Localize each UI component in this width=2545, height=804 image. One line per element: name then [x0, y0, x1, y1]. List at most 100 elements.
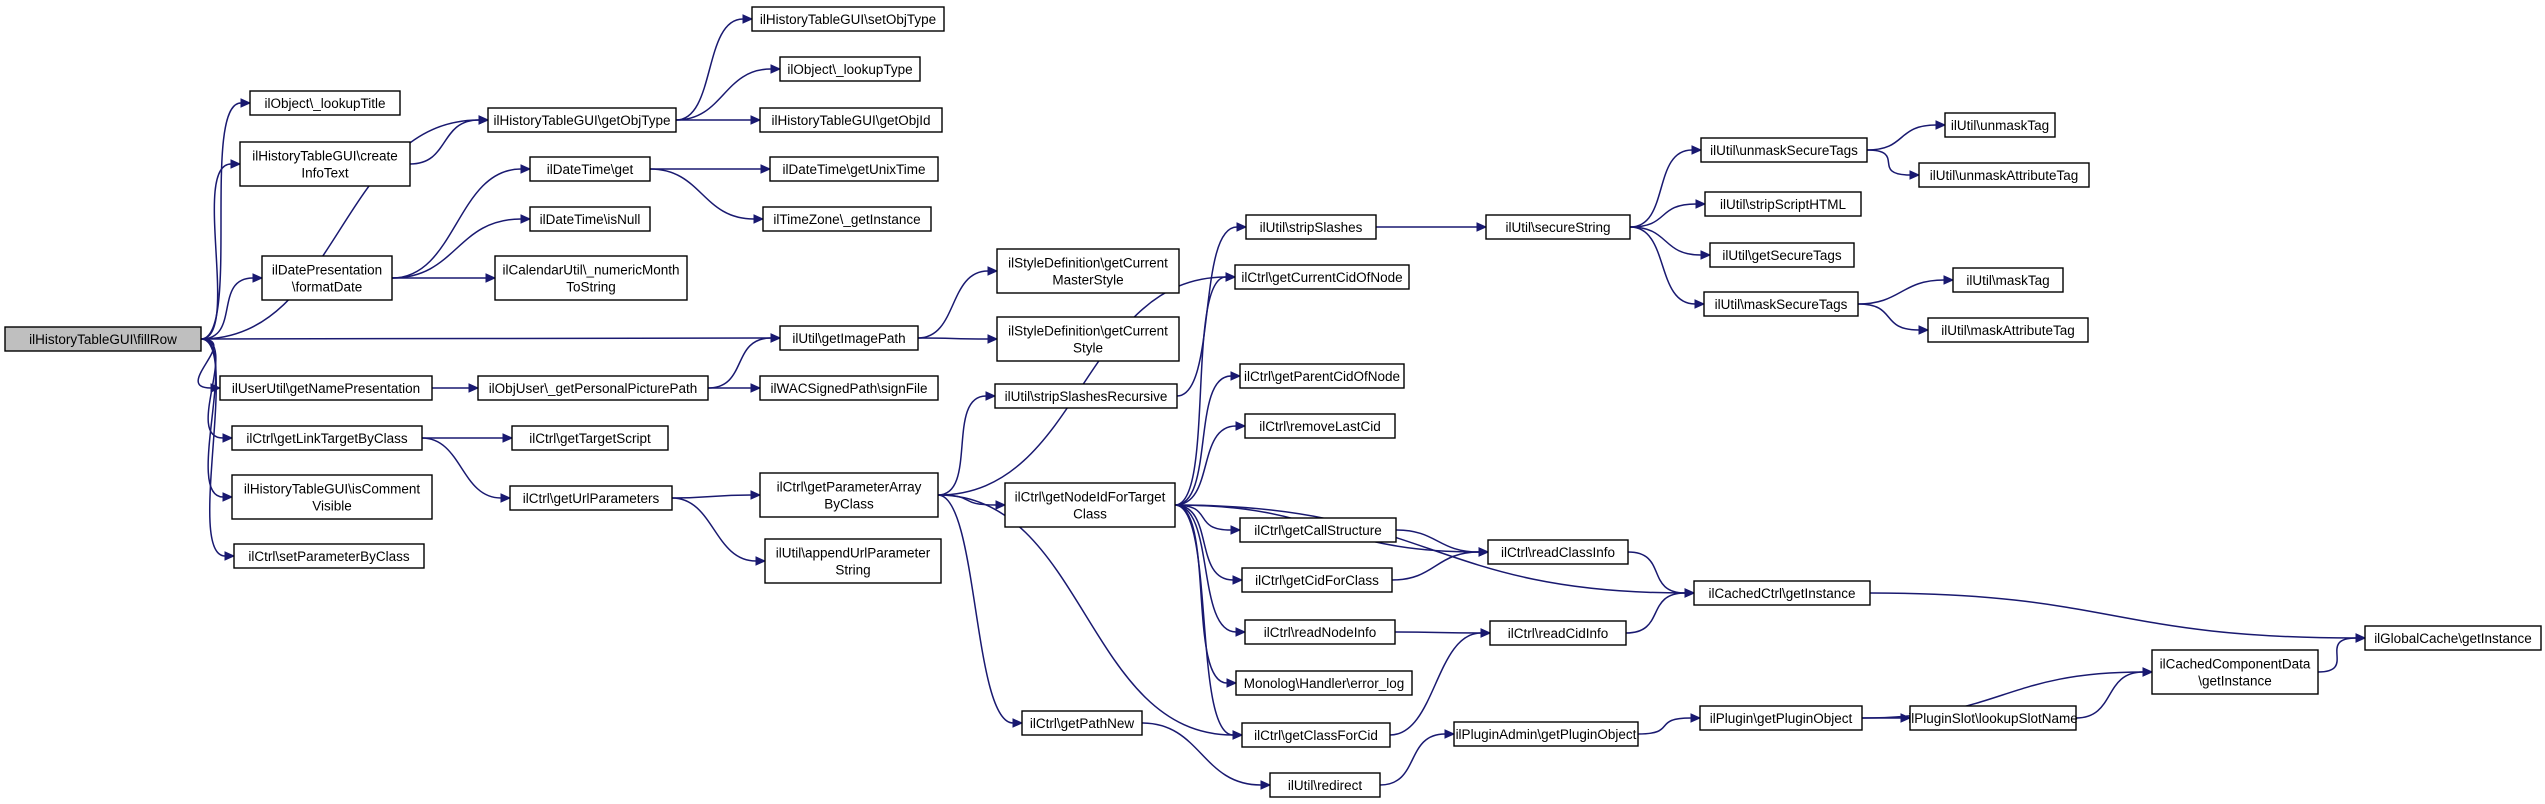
graph-node-n34[interactable]: ilCtrl\getCidForClass [1241, 567, 1393, 593]
node-box [1709, 242, 1855, 268]
graph-node-n23[interactable]: ilCtrl\setParameterByClass [233, 543, 425, 569]
graph-node-n32[interactable]: ilCtrl\removeLastCid [1244, 413, 1396, 439]
node-label: ilCtrl\setParameterByClass [248, 549, 410, 564]
node-label: ilUtil\getSecureTags [1722, 248, 1842, 263]
node-box [996, 248, 1180, 294]
node-label: ilUtil\redirect [1288, 778, 1363, 793]
edge-n38-n52 [1379, 729, 1456, 786]
node-label: ilUtil\maskSecureTags [1715, 297, 1848, 312]
edge-n21-n24 [671, 490, 762, 500]
graph-node-n50[interactable]: ilCachedCtrl\getInstance [1693, 580, 1871, 606]
edge-line [937, 494, 1234, 736]
arrowhead-icon [1232, 730, 1244, 740]
edge-n19-n21 [421, 437, 512, 503]
graph-node-n33[interactable]: ilCtrl\getCallStructure [1239, 517, 1397, 543]
node-label: ilCachedComponentData [2160, 657, 2311, 672]
graph-node-n17[interactable]: ilObjUser\_getPersonalPicturePath [477, 375, 709, 401]
graph-node-n42[interactable]: ilUtil\unmaskAttributeTag [1918, 162, 2090, 188]
node-box [1239, 363, 1405, 389]
arrowhead-icon [1694, 299, 1706, 309]
edge-n0-n2 [200, 159, 242, 340]
graph-node-n5[interactable]: ilObject\_lookupType [779, 56, 921, 82]
node-box [477, 375, 709, 401]
graph-node-n6[interactable]: ilHistoryTableGUI\getObjId [759, 107, 943, 133]
graph-node-n54[interactable]: ilPluginSlot\lookupSlotName [1908, 705, 2078, 731]
graph-node-n52[interactable]: ilPluginAdmin\getPluginObject [1453, 721, 1639, 747]
graph-node-n28[interactable]: ilCtrl\getPathNew [1021, 710, 1143, 736]
graph-node-n19[interactable]: ilCtrl\getLinkTargetByClass [231, 425, 423, 451]
edge-line [1869, 592, 2357, 639]
graph-node-n39[interactable]: ilUtil\secureString [1485, 214, 1631, 240]
graph-node-n11[interactable]: ilDateTime\isNull [529, 206, 651, 232]
graph-node-n36[interactable]: Monolog\Handler\error_log [1235, 670, 1413, 696]
edge-n49-n50 [1625, 588, 1696, 634]
graph-node-n20[interactable]: ilCtrl\getTargetScript [511, 425, 669, 451]
graph-node-n7[interactable]: ilDatePresentation\formatDate [261, 255, 393, 301]
graph-node-n31[interactable]: ilCtrl\getParentCidOfNode [1239, 363, 1405, 389]
edge-n13-n14 [917, 266, 999, 339]
edge-n0-n1 [200, 98, 252, 340]
edge-n37-n49 [1389, 628, 1492, 736]
node-box [1487, 539, 1629, 565]
node-box [511, 425, 669, 451]
graph-node-n13[interactable]: ilUtil\getImagePath [779, 325, 919, 351]
edge-line [1625, 592, 1686, 634]
graph-node-n51[interactable]: ilGlobalCache\getInstance [2364, 625, 2542, 651]
graph-node-n53[interactable]: ilPlugin\getPluginObject [1699, 705, 1863, 731]
arrowhead-icon [755, 556, 767, 566]
graph-node-n37[interactable]: ilCtrl\getClassForCid [1241, 722, 1391, 748]
graph-node-n18[interactable]: ilWACSignedPath\signFile [759, 375, 939, 401]
graph-node-n47[interactable]: ilUtil\maskAttributeTag [1927, 317, 2089, 343]
edge-n0-n19 [200, 338, 234, 443]
edge-n24-n37 [937, 494, 1244, 740]
graph-node-n10[interactable]: ilTimeZone\_getInstance [762, 206, 932, 232]
arrowhead-icon [1235, 627, 1247, 637]
node-label: String [835, 563, 870, 578]
node-label: ilPluginAdmin\getPluginObject [1456, 727, 1637, 742]
graph-node-n43[interactable]: ilUtil\stripScriptHTML [1704, 191, 1862, 217]
arrowhead-icon [760, 164, 772, 174]
arrowhead-icon [222, 492, 234, 502]
graph-node-n26[interactable]: ilUtil\stripSlashesRecursive [994, 383, 1178, 409]
graph-node-n40[interactable]: ilUtil\unmaskSecureTags [1700, 137, 1868, 163]
node-label: ilTimeZone\_getInstance [773, 212, 920, 227]
graph-node-n16[interactable]: ilUserUtil\getNamePresentation [219, 375, 433, 401]
graph-node-n4[interactable]: ilHistoryTableGUI\setObjType [751, 6, 945, 32]
graph-node-n41[interactable]: ilUtil\unmaskTag [1944, 112, 2056, 138]
graph-node-n29[interactable]: ilUtil\stripSlashes [1245, 214, 1377, 240]
graph-node-n35[interactable]: ilCtrl\readNodeInfo [1244, 619, 1396, 645]
node-box [751, 6, 945, 32]
graph-node-n55[interactable]: ilCachedComponentData\getInstance [2151, 649, 2319, 695]
node-label: ilStyleDefinition\getCurrent [1008, 256, 1168, 271]
graph-node-n3[interactable]: ilHistoryTableGUI\getObjType [487, 107, 677, 133]
node-label: \formatDate [292, 280, 363, 295]
graph-node-n21[interactable]: ilCtrl\getUrlParameters [509, 485, 673, 511]
graph-node-n30[interactable]: ilCtrl\getCurrentCidOfNode [1234, 264, 1410, 290]
graph-node-n45[interactable]: ilUtil\maskSecureTags [1703, 291, 1859, 317]
graph-node-n49[interactable]: ilCtrl\readCidInfo [1489, 620, 1627, 646]
graph-node-n1[interactable]: ilObject\_lookupTitle [249, 90, 401, 116]
graph-node-n46[interactable]: ilUtil\maskTag [1952, 267, 2064, 293]
graph-node-n0[interactable]: ilHistoryTableGUI\fillRow [4, 326, 202, 352]
graph-node-n44[interactable]: ilUtil\getSecureTags [1709, 242, 1855, 268]
graph-node-n8[interactable]: ilDateTime\get [529, 156, 651, 182]
edge-line [1174, 425, 1237, 506]
node-label: ilGlobalCache\getInstance [2374, 631, 2532, 646]
graph-node-n48[interactable]: ilCtrl\readClassInfo [1487, 539, 1629, 565]
node-box [219, 375, 433, 401]
node-box [2151, 649, 2319, 695]
graph-node-n38[interactable]: ilUtil\redirect [1269, 772, 1381, 798]
graph-node-n9[interactable]: ilDateTime\getUnixTime [769, 156, 939, 182]
node-box [1700, 137, 1868, 163]
node-label: ilHistoryTableGUI\getObjType [493, 113, 670, 128]
node-box [779, 56, 921, 82]
node-box [1269, 772, 1381, 798]
